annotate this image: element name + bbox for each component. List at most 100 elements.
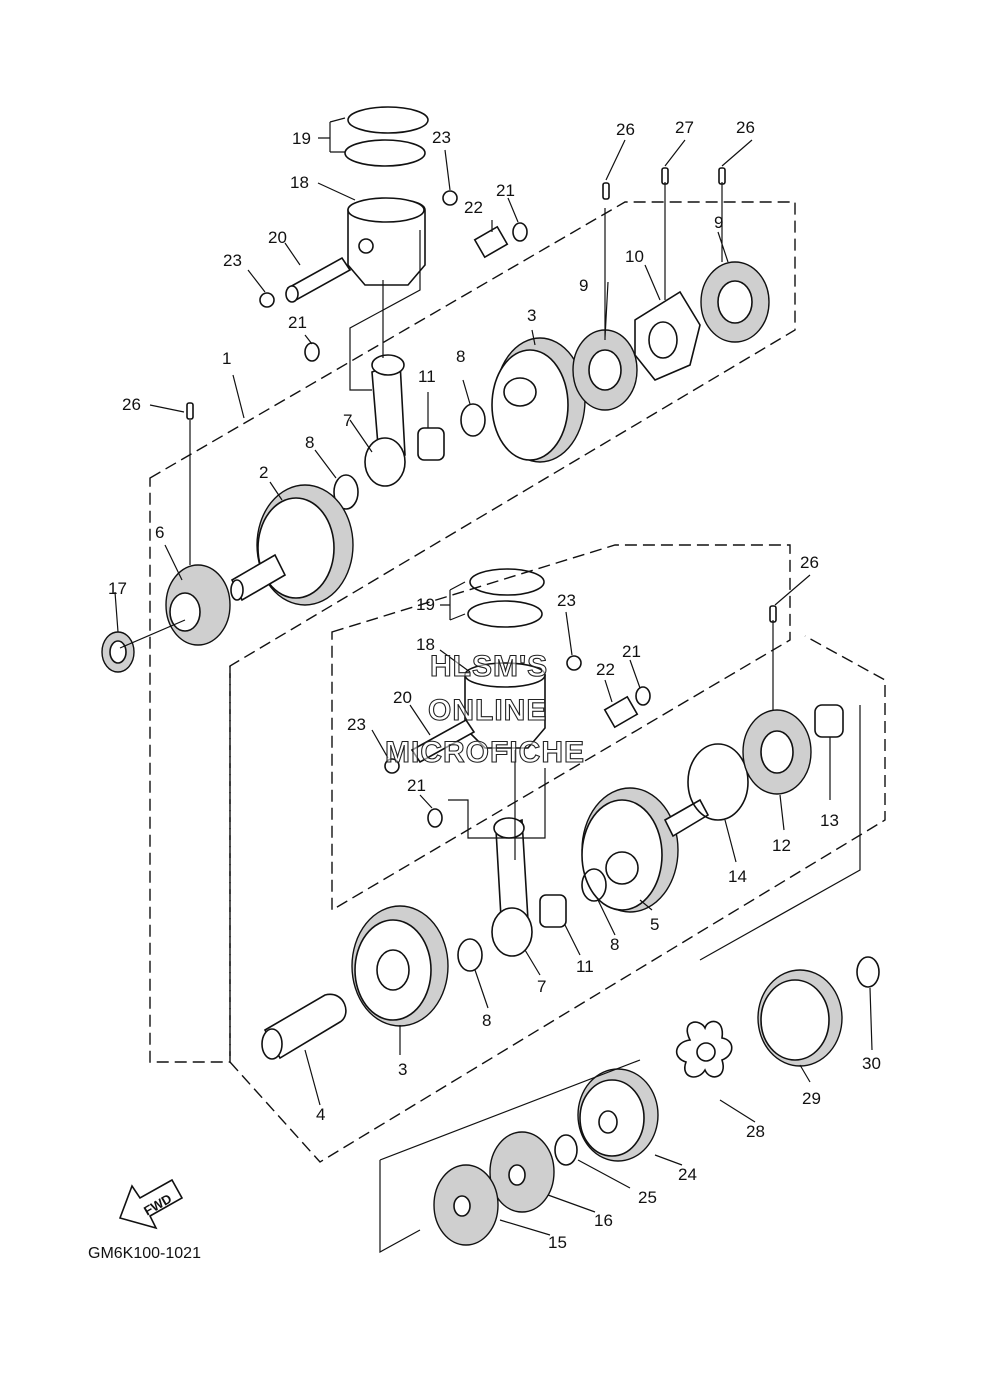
callout-13: 13 [820,811,839,830]
washer-upper-21a [512,222,528,242]
washer-30 [856,956,880,988]
callout-18: 18 [416,635,435,654]
callout-3: 3 [527,306,536,325]
callout-6: 6 [155,523,164,542]
callout-28: 28 [746,1122,765,1141]
callout-26: 26 [122,395,141,414]
starter-group-frame [379,705,861,1254]
assembly-boundary-lower [229,635,886,1163]
callout-3: 3 [398,1060,407,1079]
bearing-9-upper-right-inner [717,280,753,324]
conrod-lower-big-end [491,907,533,957]
hub-24-hole [598,1110,618,1134]
starter-hub-29-face [760,979,830,1061]
piston-ring-lower-a [469,568,545,596]
dowel-pin-26-b [661,167,669,185]
washer-lower-21a [635,686,651,706]
crankpin-lower [605,851,639,885]
bushing-11-lower [539,894,567,928]
piston-lower-crown [464,662,546,688]
plate-15-hole [453,1195,471,1217]
callout-8: 8 [456,347,465,366]
washer-8-lower-a [581,868,607,902]
crankshaft-journal-right [663,798,710,838]
callout-27: 27 [675,118,694,137]
callout-18: 18 [290,173,309,192]
callout-11: 11 [576,957,594,976]
callout-12: 12 [772,836,791,855]
collar-13 [814,704,844,738]
washer-8-lower-b [457,938,483,972]
dowel-pin-26-c [718,167,726,185]
callout-2: 2 [259,463,268,482]
callout-19: 19 [416,595,435,614]
needle-bearing-lower [603,695,639,729]
leader-upper [114,117,753,649]
callout-19: 19 [292,129,311,148]
conrod-upper-small-end [371,354,405,376]
callout-23: 23 [223,251,242,270]
circlip-upper-left [259,292,275,308]
bearing-9-upper-left-inner [588,349,622,391]
callout-4: 4 [316,1105,325,1124]
crankshaft-journal-end [230,579,244,601]
piston-ring-lower-b [467,600,543,628]
callout-24: 24 [678,1165,697,1184]
callout-7: 7 [343,411,352,430]
callout-25: 25 [638,1188,657,1207]
callout-10: 10 [625,247,644,266]
crankpin-4 [263,993,347,1060]
conrod-upper-big-end [364,437,406,487]
washer-lower-21b [427,808,443,828]
needle-bearing-upper [473,225,509,259]
crank-web-3-upper-face [491,349,569,461]
bushing-11-upper [417,427,445,461]
callout-20: 20 [393,688,412,707]
circlip-14 [687,743,749,821]
callout-22: 22 [596,660,615,679]
fwd-arrow-icon: FWD [118,1178,184,1230]
callout-30: 30 [862,1054,881,1073]
piston-subassembly-boundary [331,544,791,912]
callout-21: 21 [496,181,515,200]
callout-8: 8 [305,433,314,452]
callout-23: 23 [347,715,366,734]
callout-7: 7 [537,977,546,996]
damper-28-hole [696,1042,716,1062]
watermark-line-2: ONLINE [428,694,547,727]
plate-16-hole [508,1164,526,1186]
assembly-boundary-upper [149,201,796,1063]
callout-8: 8 [482,1011,491,1030]
callout-11: 11 [418,367,436,386]
bearing-12-inner [760,730,794,774]
dowel-pin-26-e [769,605,777,623]
callout-20: 20 [268,228,287,247]
callout-21: 21 [407,776,426,795]
watermark-line-1: HLSM'S [430,650,548,683]
callout-8: 8 [610,935,619,954]
washer-8-upper-a [460,403,486,437]
callout-9: 9 [579,276,588,295]
callout-21: 21 [288,313,307,332]
watermark-line-3: MICROFICHE [385,736,585,769]
callout-23: 23 [432,128,451,147]
leader-lower [304,574,873,1236]
washer-25 [554,1134,578,1166]
callout-14: 14 [728,867,747,886]
oil-seal-17-inner [109,640,127,664]
conrod-lower-small-end [493,817,525,839]
callout-29: 29 [802,1089,821,1108]
piston-ring-upper-a [347,106,429,134]
diagram-code: GM6K100-1021 [88,1245,201,1262]
callout-26: 26 [736,118,755,137]
callout-15: 15 [548,1233,567,1252]
callout-22: 22 [464,198,483,217]
callout-23: 23 [557,591,576,610]
dowel-pin-26-d [186,402,194,420]
collar-10-hole [648,321,678,359]
piston-pin-upper-end [285,285,299,303]
dowel-pin-26-a [602,182,610,200]
circlip-lower-right [566,655,582,671]
